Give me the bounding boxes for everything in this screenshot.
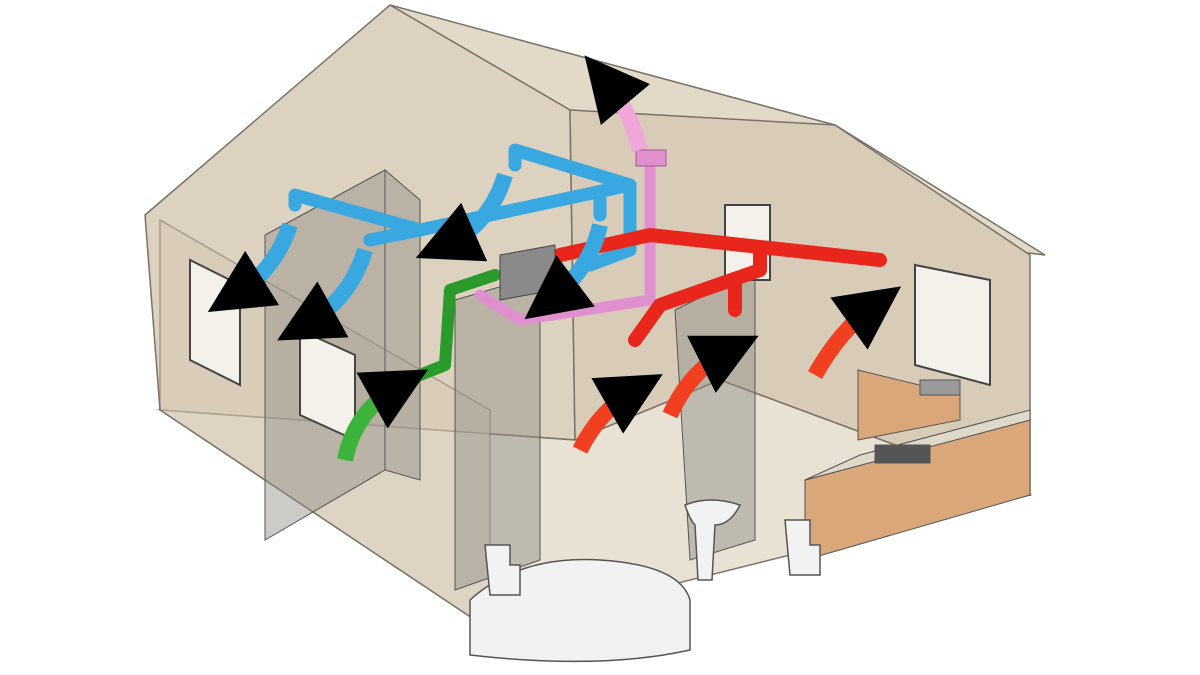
exhaust-arrow-icon (584, 55, 651, 153)
toilet-right (784, 519, 821, 576)
supply-duct (288, 143, 637, 237)
bathtub (469, 558, 691, 663)
supply-arrow-icon (415, 172, 513, 262)
roof-outlet (635, 149, 667, 167)
air-handling-unit (499, 244, 556, 301)
extract-arrow-icon (808, 286, 902, 379)
supply-duct-branch (583, 178, 637, 272)
sink (919, 379, 961, 396)
supply-duct-blue (288, 143, 637, 272)
toilet-left (484, 544, 521, 596)
stove (874, 444, 931, 464)
window-kitchen (914, 263, 991, 387)
ventilation-unit (499, 244, 556, 301)
kitchen (804, 369, 1031, 561)
intake-arrow-icon (337, 369, 428, 462)
extract-arrow-icon (662, 335, 759, 419)
supply-arrow-icon (207, 222, 298, 312)
intake-duct-green (414, 269, 501, 381)
supply-arrow-icon (524, 223, 608, 320)
intake-duct (414, 269, 501, 381)
windows (189, 204, 991, 442)
supply-arrow-icon (277, 247, 373, 341)
bathroom-fixtures (469, 499, 821, 663)
supply-duct-branch (363, 223, 427, 247)
extract-arrow-icon (572, 374, 663, 454)
airflow-arrows (207, 55, 902, 462)
sink-bathroom (684, 499, 742, 581)
extract-duct-branch (628, 243, 767, 347)
